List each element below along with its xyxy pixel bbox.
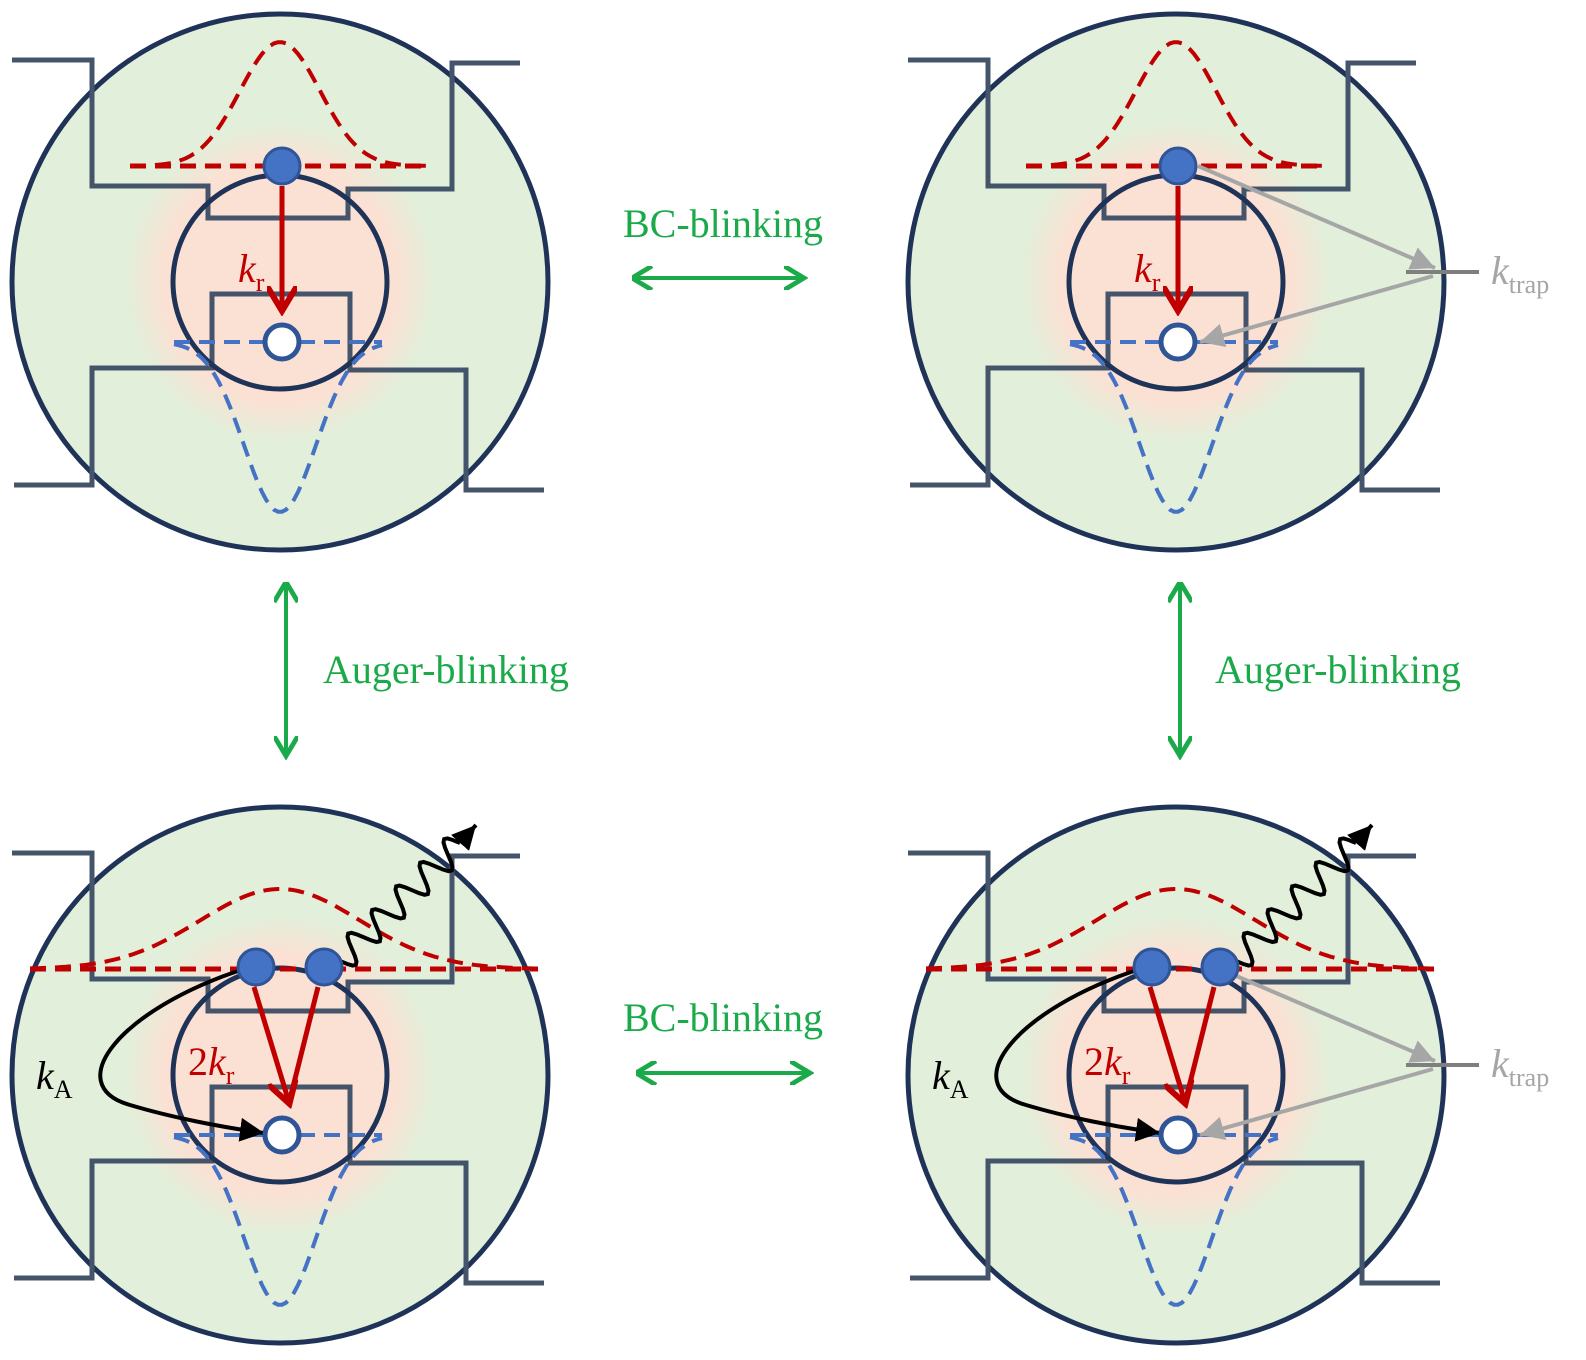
trap-arrow-capture: [1219, 967, 1436, 1063]
hole-dot: [1158, 322, 1198, 362]
auger-blinking-label-left: Auger-blinking: [323, 647, 569, 692]
conduction-band-edge: [12, 57, 520, 221]
bc-blinking-label-top: BC-blinking: [623, 201, 823, 246]
electron-dot: [236, 947, 276, 987]
transition-bottom: BC-blinking: [623, 995, 823, 1073]
radiative-arrow: [287, 986, 321, 1100]
k-auger-subscript: A: [54, 1075, 73, 1104]
hole-wavefunction: [173, 1135, 383, 1307]
transition-right: Auger-blinking: [1180, 586, 1461, 752]
conduction-band-edge: [908, 57, 1416, 221]
ejected-electron-wave: [1235, 836, 1357, 968]
hole-dot: [262, 322, 302, 362]
radiative-label: 2kr: [188, 1039, 235, 1090]
hole-wavefunction: [1069, 342, 1279, 514]
radiative-label: kr: [1134, 246, 1161, 297]
ejected-electron-wave: [339, 836, 461, 968]
radiative-arrow: [1183, 986, 1217, 1100]
radiative-arrow: [251, 986, 288, 1099]
auger-ejection-arrow-icon: [451, 823, 478, 851]
electron-dot: [262, 146, 302, 186]
electron-dot: [1158, 146, 1198, 186]
panel-single-exciton: kr: [9, 11, 551, 553]
k-auger-label: kA: [36, 1053, 73, 1104]
k-auger-symbol: k: [36, 1053, 55, 1098]
radiative-symbol: k: [238, 246, 257, 291]
k-trap-subscript: trap: [1509, 1063, 1549, 1092]
electron-dot: [1200, 947, 1240, 987]
trap-arrow-capture: [1197, 164, 1436, 270]
transition-left: Auger-blinking: [286, 586, 569, 752]
electron-dot: [304, 947, 344, 987]
k-trap-label: ktrap: [1491, 1041, 1549, 1092]
radiative-symbol: k: [208, 1039, 227, 1084]
auger-arrow: [994, 967, 1161, 1142]
conduction-band-edge: [908, 850, 1416, 1014]
radiative-subscript: r: [256, 268, 265, 297]
k-trap-symbol: k: [1491, 248, 1510, 293]
radiative-symbol: k: [1134, 246, 1153, 291]
hole-dot: [1158, 1115, 1198, 1155]
radiative-subscript: r: [226, 1061, 235, 1090]
radiative-label: 2kr: [1084, 1039, 1131, 1090]
k-trap-subscript: trap: [1509, 270, 1549, 299]
bc-blinking-label-bottom: BC-blinking: [623, 995, 823, 1040]
radiative-subscript: r: [1122, 1061, 1131, 1090]
auger-ejection-arrow-icon: [1347, 823, 1374, 851]
radiative-symbol: k: [1104, 1039, 1123, 1084]
trap-arrow-release: [1199, 274, 1434, 348]
auger-blinking-label-right: Auger-blinking: [1215, 647, 1461, 692]
electron-wavefunction: [129, 40, 431, 168]
radiative-prefix: 2: [1084, 1039, 1104, 1084]
hole-wavefunction: [1069, 1135, 1279, 1307]
electron-wavefunction: [1025, 40, 1327, 168]
radiative-subscript: r: [1152, 268, 1161, 297]
k-auger-subscript: A: [950, 1075, 969, 1104]
transition-top: BC-blinking: [623, 201, 823, 278]
electron-dot: [1132, 947, 1172, 987]
electron-wavefunction: [29, 887, 539, 971]
trap-arrow-release: [1199, 1067, 1434, 1141]
k-auger-label: kA: [932, 1053, 969, 1104]
k-trap-label: ktrap: [1491, 248, 1549, 299]
conduction-band-edge: [12, 850, 520, 1014]
radiative-prefix: 2: [188, 1039, 208, 1084]
radiative-arrow: [1147, 986, 1184, 1099]
radiative-label: kr: [238, 246, 265, 297]
auger-arrow: [98, 967, 265, 1142]
hole-dot: [262, 1115, 302, 1155]
hole-wavefunction: [173, 342, 383, 514]
electron-wavefunction: [925, 887, 1435, 971]
k-trap-symbol: k: [1491, 1041, 1510, 1086]
k-auger-symbol: k: [932, 1053, 951, 1098]
